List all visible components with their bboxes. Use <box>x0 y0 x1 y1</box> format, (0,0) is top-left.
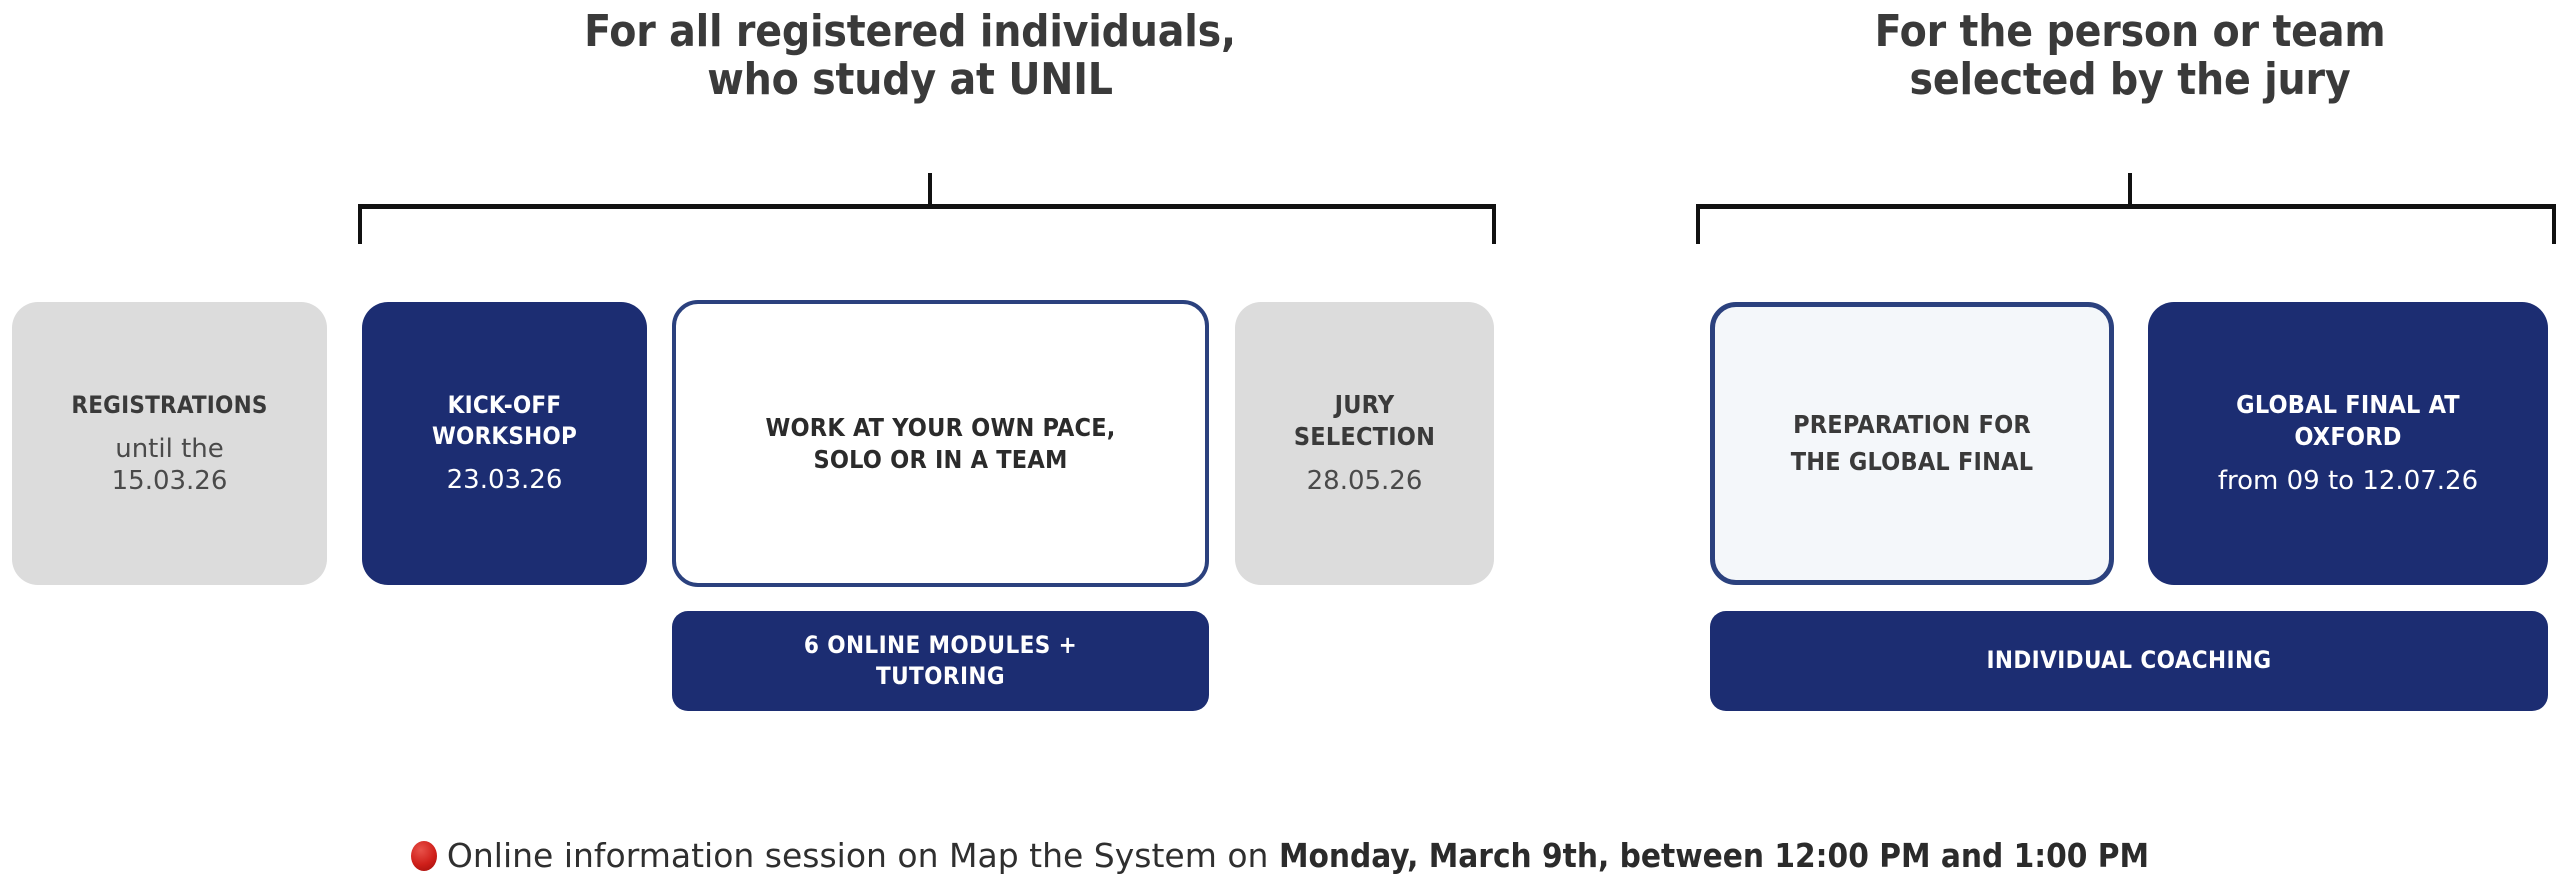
heading-right-line2: selected by the jury <box>1909 53 2351 105</box>
red-circle-icon <box>410 841 437 871</box>
card-selfpace-title: WORK AT YOUR OWN PACE, SOLO OR IN A TEAM <box>765 413 1116 474</box>
card-registrations-subtitle: until the 15.03.26 <box>111 433 228 496</box>
card-globalfinal-subtitle: from 09 to 12.07.26 <box>2217 466 2479 497</box>
bar-coaching-label: INDIVIDUAL COACHING <box>1986 646 2272 675</box>
group-heading-right: For the person or team selected by the j… <box>1700 8 2560 103</box>
bracket-left <box>358 173 1496 244</box>
card-work-own-pace: WORK AT YOUR OWN PACE, SOLO OR IN A TEAM <box>672 300 1209 587</box>
bar-online-modules-tutoring: 6 ONLINE MODULES + TUTORING <box>672 611 1209 711</box>
group-heading-left: For all registered individuals, who stud… <box>460 8 1360 103</box>
card-kickoff-workshop: KICK-OFF WORKSHOP 23.03.26 <box>362 302 647 585</box>
card-global-final-oxford: GLOBAL FINAL AT OXFORD from 09 to 12.07.… <box>2148 302 2548 585</box>
card-registrations: REGISTRATIONS until the 15.03.26 <box>12 302 327 585</box>
footer-note-strong: Monday, March 9th, between 12:00 PM and … <box>1278 836 2150 875</box>
card-jury-selection: JURY SELECTION 28.05.26 <box>1235 302 1494 585</box>
bracket-right-stem <box>2128 173 2132 209</box>
bar-individual-coaching: INDIVIDUAL COACHING <box>1710 611 2548 711</box>
heading-left-line1: For all registered individuals, <box>584 6 1236 57</box>
card-jury-subtitle: 28.05.26 <box>1306 466 1423 497</box>
heading-right-line1: For the person or team <box>1874 6 2386 57</box>
footer-note-plain: Online information session on Map the Sy… <box>446 836 1279 875</box>
bracket-right <box>1696 173 2556 244</box>
card-kickoff-title: KICK-OFF WORKSHOP <box>432 391 577 450</box>
card-registrations-title: REGISTRATIONS <box>71 390 268 419</box>
bar-modules-label: 6 ONLINE MODULES + TUTORING <box>803 630 1078 690</box>
card-preparation-global-final: PREPARATION FOR THE GLOBAL FINAL <box>1710 302 2114 585</box>
card-kickoff-subtitle: 23.03.26 <box>446 464 563 495</box>
card-jury-title: JURY SELECTION <box>1293 390 1436 451</box>
heading-left-line2: who study at UNIL <box>707 53 1113 105</box>
card-preparation-title: PREPARATION FOR THE GLOBAL FINAL <box>1790 410 2034 476</box>
footer-info-session-note: Online information session on Map the Sy… <box>0 836 2560 875</box>
card-globalfinal-title: GLOBAL FINAL AT OXFORD <box>2236 390 2460 451</box>
bracket-left-stem <box>928 173 932 209</box>
